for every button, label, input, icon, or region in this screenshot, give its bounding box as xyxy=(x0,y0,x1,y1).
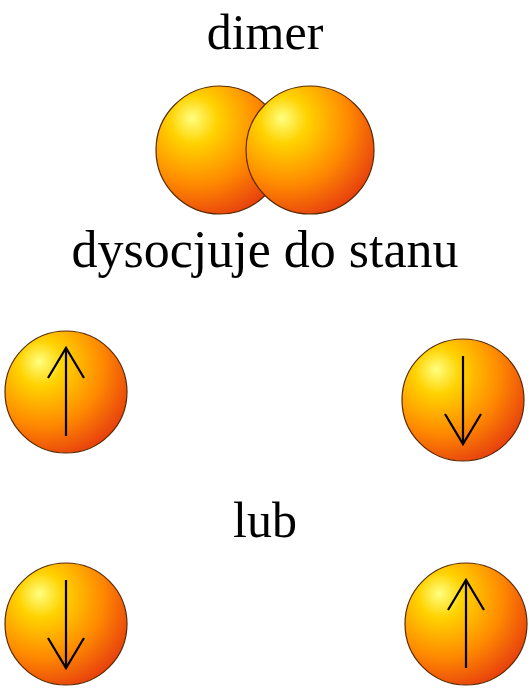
atom-sphere xyxy=(5,563,127,685)
spin-arrow xyxy=(465,580,467,668)
caption-text: dysocjuje do stanu xyxy=(0,224,530,276)
atom-sphere xyxy=(246,86,374,214)
atom-sphere xyxy=(402,339,524,461)
atom-sphere xyxy=(405,563,527,685)
spin-arrow-head xyxy=(448,580,484,610)
caption-text: dimer xyxy=(0,7,530,57)
spin-arrow xyxy=(462,356,464,444)
spin-arrow xyxy=(65,580,67,668)
spin-arrow xyxy=(65,348,67,436)
spin-arrow-head xyxy=(445,414,481,444)
spin-arrow-head xyxy=(48,638,84,668)
spin-arrow-head xyxy=(48,348,84,378)
caption-text: lub xyxy=(0,495,530,545)
atom-sphere xyxy=(5,331,127,453)
